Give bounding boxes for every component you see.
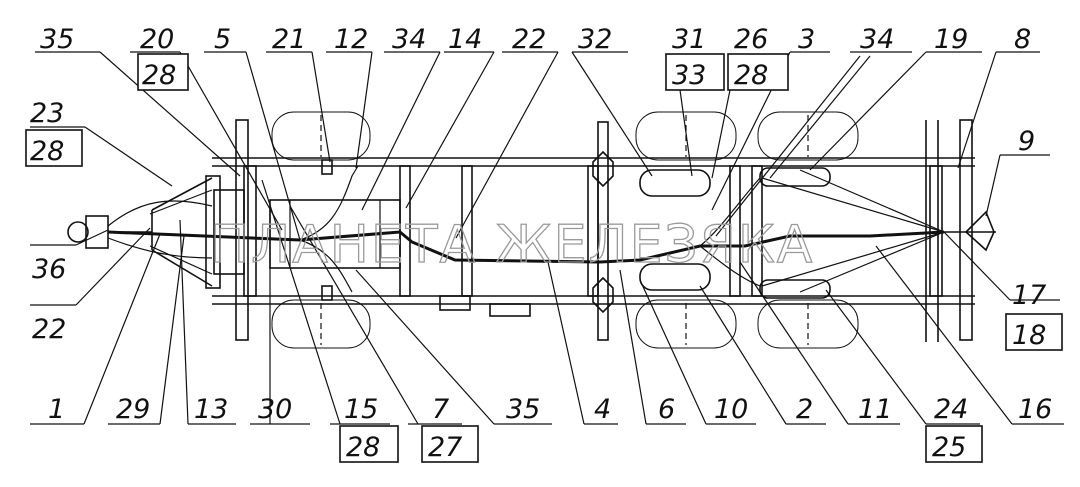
callout-21: 21	[272, 24, 306, 55]
callout-22-top: 22	[512, 24, 546, 55]
callout-24: 24	[934, 394, 968, 425]
box-28-d	[339, 425, 399, 463]
callout-29: 29	[116, 394, 150, 425]
callout-33: 33	[672, 60, 706, 91]
box-28-c	[25, 129, 83, 167]
callout-30: 30	[258, 394, 292, 425]
callout-35-bot: 35	[506, 394, 540, 425]
callout-1: 1	[48, 394, 65, 425]
callout-28-b: 28	[734, 60, 768, 91]
callout-28-a: 28	[142, 60, 176, 91]
callout-14: 14	[448, 24, 482, 55]
box-28-a	[137, 53, 189, 91]
callout-7: 7	[432, 394, 449, 425]
chassis-frame	[67, 119, 996, 342]
callout-20: 20	[140, 24, 174, 55]
box-18	[1005, 313, 1063, 351]
watermark-text: ПЛАНЕТА ЖЕЛЕЗЯКА	[210, 215, 814, 275]
wheels	[271, 111, 859, 349]
callout-5: 5	[214, 24, 231, 55]
callout-22-left: 22	[32, 314, 66, 345]
callout-13: 13	[194, 394, 228, 425]
callout-11: 11	[858, 394, 892, 425]
callout-15: 15	[344, 394, 378, 425]
brake-line	[107, 165, 945, 293]
callout-36: 36	[32, 254, 66, 285]
callout-3: 3	[798, 24, 815, 55]
callout-28-c: 28	[30, 136, 64, 167]
callout-numbers: 35 20 28 5 21 12 34 14 22 32 31 33 26 28…	[30, 24, 1052, 463]
callout-18: 18	[1012, 320, 1046, 351]
callout-8: 8	[1014, 24, 1031, 55]
callout-12: 12	[334, 24, 368, 55]
callout-35-top: 35	[40, 24, 74, 55]
box-28-b	[727, 53, 789, 91]
callout-26: 26	[734, 24, 768, 55]
callout-27: 27	[428, 432, 462, 463]
callout-32: 32	[578, 24, 612, 55]
callout-34-b: 34	[860, 24, 894, 55]
box-25	[925, 425, 983, 463]
callout-23: 23	[30, 98, 64, 129]
callout-4: 4	[594, 394, 611, 425]
callout-6: 6	[658, 394, 675, 425]
callout-31: 31	[672, 24, 706, 55]
callout-34-a: 34	[392, 24, 426, 55]
callout-10: 10	[714, 394, 748, 425]
box-33	[665, 53, 725, 91]
callout-25: 25	[932, 432, 966, 463]
callout-16: 16	[1018, 394, 1052, 425]
callout-17: 17	[1012, 280, 1046, 311]
callout-2: 2	[796, 394, 813, 425]
leader-lines	[30, 51, 1064, 425]
callout-9: 9	[1018, 126, 1035, 157]
box-27	[421, 425, 479, 463]
callout-19: 19	[934, 24, 968, 55]
callout-28-d: 28	[346, 432, 380, 463]
